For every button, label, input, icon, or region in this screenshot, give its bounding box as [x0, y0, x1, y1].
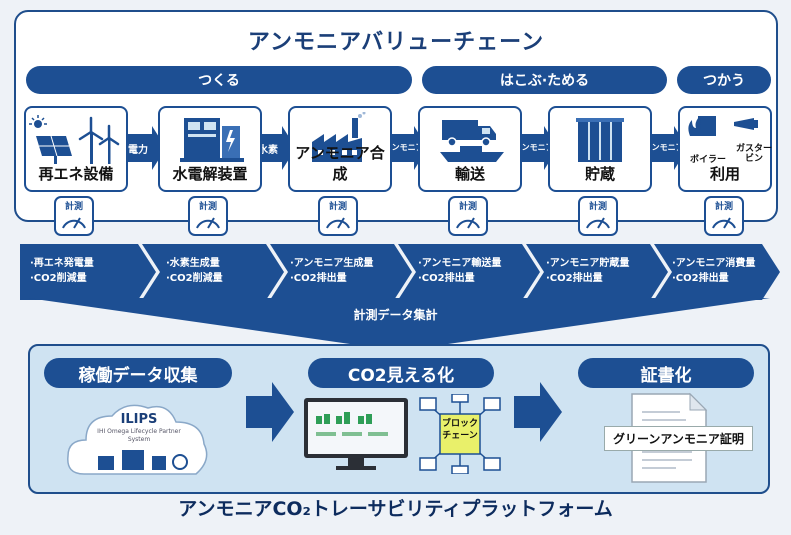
measure-label-2: 計測 [198, 202, 217, 212]
monitor-dashboard-icon [304, 398, 408, 470]
measurement-chevron-1 [20, 244, 156, 300]
measurement-6-line-1: ·アンモニア消費量 [672, 258, 756, 269]
gauge-icon [578, 196, 618, 236]
storage-tank-icon [576, 118, 624, 162]
certificate-label: グリーンアンモニア証明 [604, 426, 753, 451]
measurement-item-1: ·再エネ発電量 ·CO2削減量 [30, 256, 94, 286]
gauge-icon [54, 196, 94, 236]
measurement-2-line-1: ·水素生成量 [166, 258, 220, 269]
electrolyzer-icon [180, 118, 244, 162]
ilips-subtitle: IHI Omega Lifecycle Partner System [97, 428, 181, 443]
measure-gauge-1: 計測 [54, 196, 94, 236]
aggregation-funnel [28, 298, 770, 344]
flow-arrow-power [122, 126, 166, 170]
step-co2-visualization: CO2見える化 [308, 358, 494, 388]
measurement-2-line-2: ·CO2削減量 [166, 273, 223, 284]
flow-arrow-ammonia-1 [382, 126, 428, 170]
aggregate-label: 計測データ集計 [353, 308, 438, 322]
measurement-item-5: ·アンモニア貯蔵量 ·CO2排出量 [546, 256, 629, 286]
stage-utilization: ボイラー ガスター ビン 利用 [678, 106, 772, 192]
boiler-turbine-icon [688, 116, 758, 136]
boiler-label: ボイラー [690, 155, 727, 165]
measurement-5-line-2: ·CO2排出量 [546, 273, 603, 284]
gauge-icon [318, 196, 358, 236]
stage-ammonia-synthesis: アンモニア合成 [288, 106, 392, 192]
flow-label-ammonia-2: アンモニア [514, 143, 554, 152]
platform-title: アンモニアCO₂トレーサビリティプラットフォーム [178, 498, 613, 520]
factory-icon [312, 112, 366, 162]
solar-wind-icon [29, 115, 120, 164]
stage-label-transport: 輸送 [454, 165, 485, 183]
measurement-chevron-4 [398, 244, 540, 300]
measurement-item-6: ·アンモニア消費量 ·CO2排出量 [672, 256, 755, 286]
flow-arrow-hydrogen [252, 126, 296, 170]
measurement-chevron-2 [142, 244, 284, 300]
measure-label-1: 計測 [64, 202, 83, 212]
measurement-3-line-2: ·CO2排出量 [290, 273, 347, 284]
stage-transport: 輸送 [418, 106, 522, 192]
diagram-title: アンモニアバリューチェーン [247, 30, 545, 55]
gauge-icon [188, 196, 228, 236]
step-certification: 証書化 [578, 358, 754, 388]
phase-make: つくる [26, 66, 412, 94]
flow-label-ammonia-3: アンモニア [644, 143, 684, 152]
measure-gauge-5: 計測 [578, 196, 618, 236]
stage-label-storage: 貯蔵 [584, 165, 615, 183]
measurement-1-line-2: ·CO2削減量 [30, 273, 87, 284]
measure-label-3: 計測 [328, 202, 347, 212]
stage-electrolyzer: 水電解装置 [158, 106, 262, 192]
measurement-band [20, 244, 780, 300]
blockchain-label-line-2: チェーン [442, 431, 478, 441]
value-chain-frame: アンモニアバリューチェーン [14, 10, 778, 222]
measurement-3-line-1: ·アンモニア生成量 [290, 258, 374, 269]
flow-arrow-ammonia-3 [642, 126, 688, 170]
measurement-chevron-6 [654, 244, 780, 300]
blockchain-icon [419, 394, 501, 474]
measurement-4-line-1: ·アンモニア輸送量 [418, 258, 502, 269]
flow-label-power: 電力 [128, 145, 148, 156]
flow-label-ammonia-1: アンモニア [384, 143, 424, 152]
stage-renewable: 再エネ設備 [24, 106, 128, 192]
measurement-item-2: ·水素生成量 ·CO2削減量 [166, 256, 223, 286]
stage-storage: 貯蔵 [548, 106, 652, 192]
flow-arrow-ammonia-2 [512, 126, 558, 170]
truck-ship-icon [440, 120, 504, 162]
stage-label-ammonia-synthesis: アンモニア合成 [295, 144, 385, 183]
measurement-1-line-1: ·再エネ発電量 [30, 258, 94, 269]
stage-label-electrolyzer: 水電解装置 [172, 165, 248, 183]
step-data-collection: 稼働データ収集 [44, 358, 232, 388]
blockchain-label-line-1: ブロック [441, 419, 478, 429]
measure-label-5: 計測 [588, 202, 607, 212]
measurement-item-4: ·アンモニア輸送量 ·CO2排出量 [418, 256, 501, 286]
measure-gauge-3: 計測 [318, 196, 358, 236]
measure-gauge-2: 計測 [188, 196, 228, 236]
measure-label-6: 計測 [714, 202, 733, 212]
measure-gauge-4: 計測 [448, 196, 488, 236]
measurement-4-line-2: ·CO2排出量 [418, 273, 475, 284]
process-arrow-2 [514, 382, 562, 442]
blockchain-label: ブロック チェーン [440, 418, 480, 442]
measurement-5-line-1: ·アンモニア貯蔵量 [546, 258, 630, 269]
measurement-6-line-2: ·CO2排出量 [672, 273, 729, 284]
measurement-chevron-5 [526, 244, 668, 300]
measure-label-4: 計測 [458, 202, 477, 212]
cloud-icon [67, 404, 208, 475]
ilips-name: ILIPS [120, 412, 158, 427]
gauge-icon [704, 196, 744, 236]
gauge-icon [448, 196, 488, 236]
phase-use: つかう [677, 66, 771, 94]
measurement-chevron-3 [270, 244, 412, 300]
phase-transport-store: はこぶ·ためる [422, 66, 667, 94]
gas-turbine-label: ガスター ビン [736, 144, 773, 164]
process-arrow-1 [246, 382, 294, 442]
flow-label-hydrogen: 水素 [258, 145, 278, 156]
stage-label-renewable: 再エネ設備 [38, 165, 114, 183]
stage-label-utilization: 利用 [709, 165, 740, 183]
measurement-item-3: ·アンモニア生成量 ·CO2排出量 [290, 256, 373, 286]
measure-gauge-6: 計測 [704, 196, 744, 236]
